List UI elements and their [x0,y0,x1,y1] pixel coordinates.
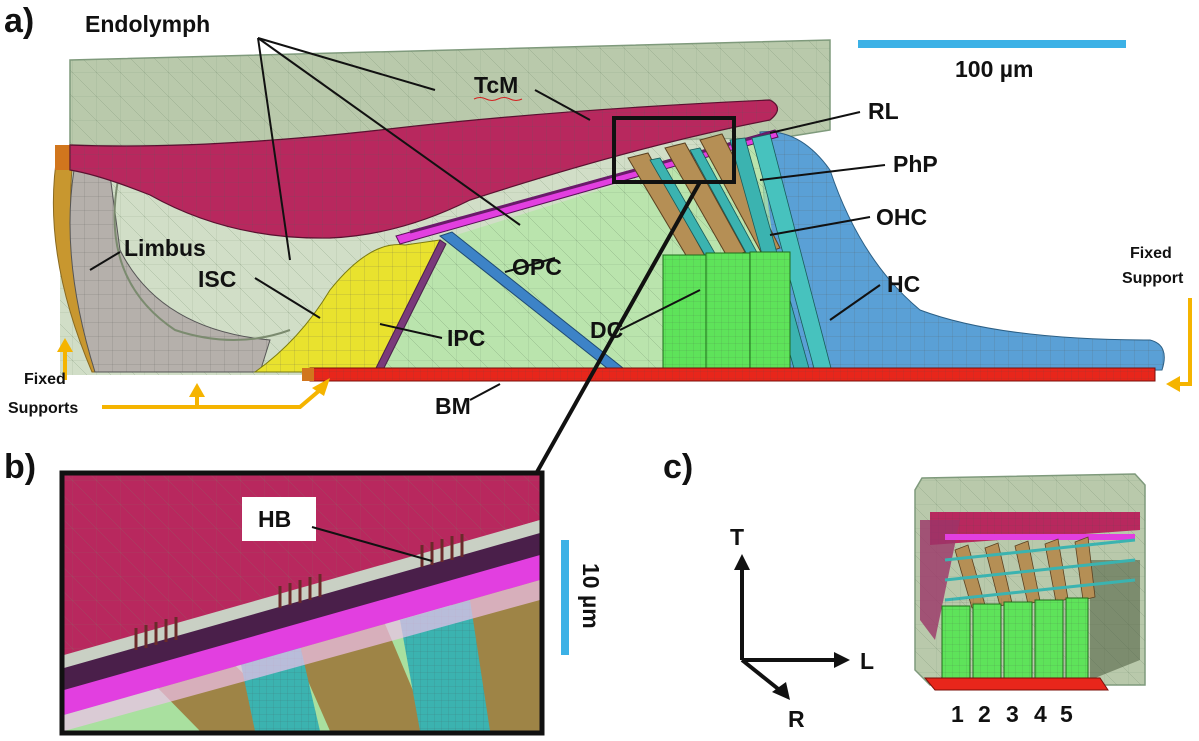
orientation-axes [734,554,850,700]
label-ohc: OHC [876,204,927,230]
scale-label-a: 100 µm [955,56,1033,82]
row-label: 3 [1006,701,1019,727]
leader-lines [89,37,886,401]
hair-bundles [134,534,464,650]
organ-3d-view [914,473,1146,691]
scale-label-b: 10 µm [578,563,604,629]
scale-bar-b [561,540,569,655]
panel-letter-a: a) [4,2,34,40]
hensen-cells [759,131,1165,373]
label-isc: ISC [198,266,236,292]
limbus [69,169,291,373]
row-label: 5 [1060,701,1073,727]
fixed-supports-arrows [57,298,1192,409]
axis-t: T [730,524,744,550]
panel-letter-b: b) [4,448,36,486]
zoom-frame [59,470,545,736]
label-endolymph: Endolymph [85,11,210,37]
label-fixed-supports-1: Fixed [24,371,66,388]
label-opc: OPC [512,254,562,280]
scale-bar-a [858,40,1126,48]
row-label: 4 [1034,701,1047,727]
label-hb: HB [258,506,291,532]
label-rl: RL [868,98,899,124]
label-limbus: Limbus [124,235,206,261]
label-hc: HC [887,271,920,297]
row-label: 1 [951,701,964,727]
label-fixed-supports-2: Supports [8,400,78,417]
label-bm: BM [435,393,471,419]
panel-a: 100 µm a) Endolymph TcM RL PhP OHC HC Li… [4,2,1192,473]
label-ipc: IPC [447,325,485,351]
label-fixed-support-2: Support [1122,270,1184,287]
panel-b: b) [4,448,604,736]
axis-l: L [860,648,874,674]
row-labels: 1 2 3 4 5 [951,701,1073,727]
label-php: PhP [893,151,938,177]
inner-sulcus-cells [253,239,441,373]
zoom-connector [535,181,702,473]
row-label: 2 [978,701,991,727]
deiters-cells [662,251,791,372]
label-tcm: TcM [474,72,518,98]
tectorial-membrane [69,99,779,239]
panel-c: c) T L R [663,448,1146,732]
panel-letter-c: c) [663,448,693,486]
hb-label-box [242,497,316,541]
label-dc: DC [590,317,623,343]
zoom-box [612,116,736,184]
label-fixed-support-1: Fixed [1130,245,1172,262]
axis-r: R [788,706,805,732]
